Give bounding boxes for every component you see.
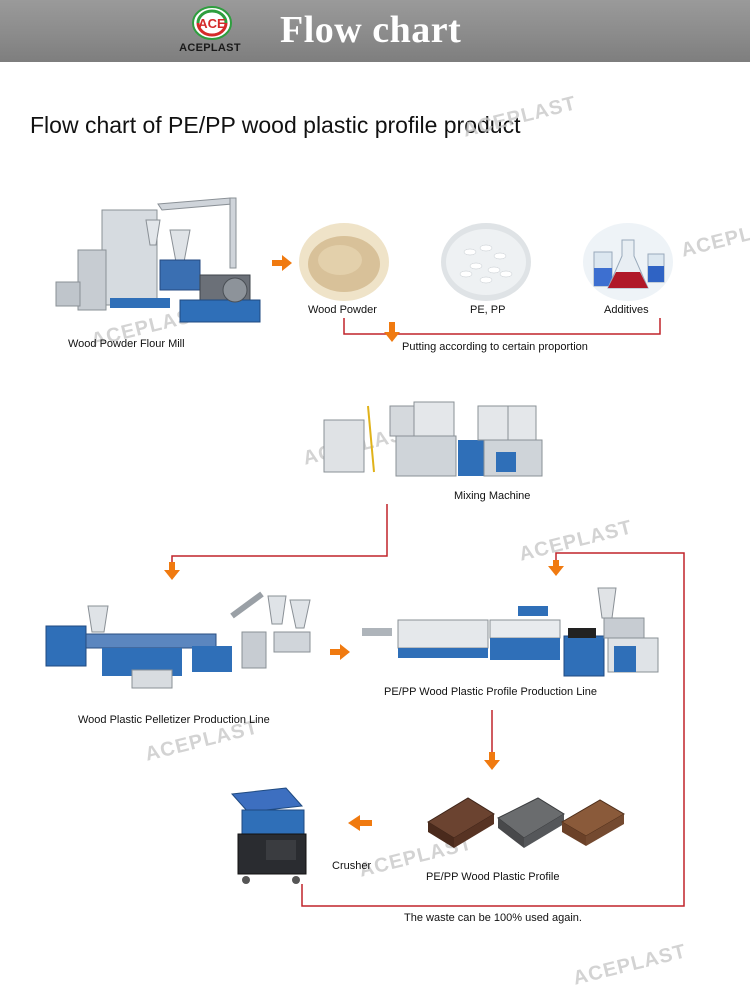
arrow-down-pelletizer <box>164 562 180 580</box>
logo-name: ACEPLAST <box>179 42 241 54</box>
aceplast-logo-icon: ACE <box>192 6 232 40</box>
profile-line-image <box>362 587 659 677</box>
header-title: Flow chart <box>280 9 462 51</box>
waste-note: The waste can be 100% used again. <box>404 912 582 924</box>
flour-mill-label: Wood Powder Flour Mill <box>68 338 185 350</box>
header-bar: ACE ACEPLAST Flow chart <box>0 0 750 62</box>
pe-pp-label: PE, PP <box>470 304 506 316</box>
arrow-down-profile <box>484 752 500 770</box>
pe-pp-image <box>441 223 531 301</box>
wpc-profile-image <box>427 797 625 848</box>
crusher-image <box>230 787 307 884</box>
flour-mill-image <box>55 197 261 323</box>
mixing-machine-image <box>323 401 543 477</box>
arrow-right-profile-line <box>330 644 350 660</box>
arrow-down-proportion <box>384 322 400 342</box>
arrow-right-mill <box>272 255 292 271</box>
arrow-down-recycle <box>548 560 564 576</box>
pelletizer-label: Wood Plastic Pelletizer Production Line <box>78 714 270 726</box>
logo-mark: ACE <box>198 16 226 31</box>
pelletizer-image <box>45 591 311 689</box>
arrow-left-crusher <box>348 815 372 831</box>
page-title: Flow chart of PE/PP wood plastic profile… <box>30 112 521 138</box>
mixing-machine-label: Mixing Machine <box>454 490 531 502</box>
proportion-label: Putting according to certain proportion <box>402 341 588 353</box>
wood-powder-label: Wood Powder <box>308 304 377 316</box>
additives-image <box>583 223 673 301</box>
wood-powder-image <box>299 223 389 301</box>
crusher-label: Crusher <box>332 860 372 872</box>
additives-label: Additives <box>604 304 649 316</box>
wpc-profile-label: PE/PP Wood Plastic Profile <box>426 871 560 883</box>
profile-line-label: PE/PP Wood Plastic Profile Production Li… <box>384 686 597 698</box>
